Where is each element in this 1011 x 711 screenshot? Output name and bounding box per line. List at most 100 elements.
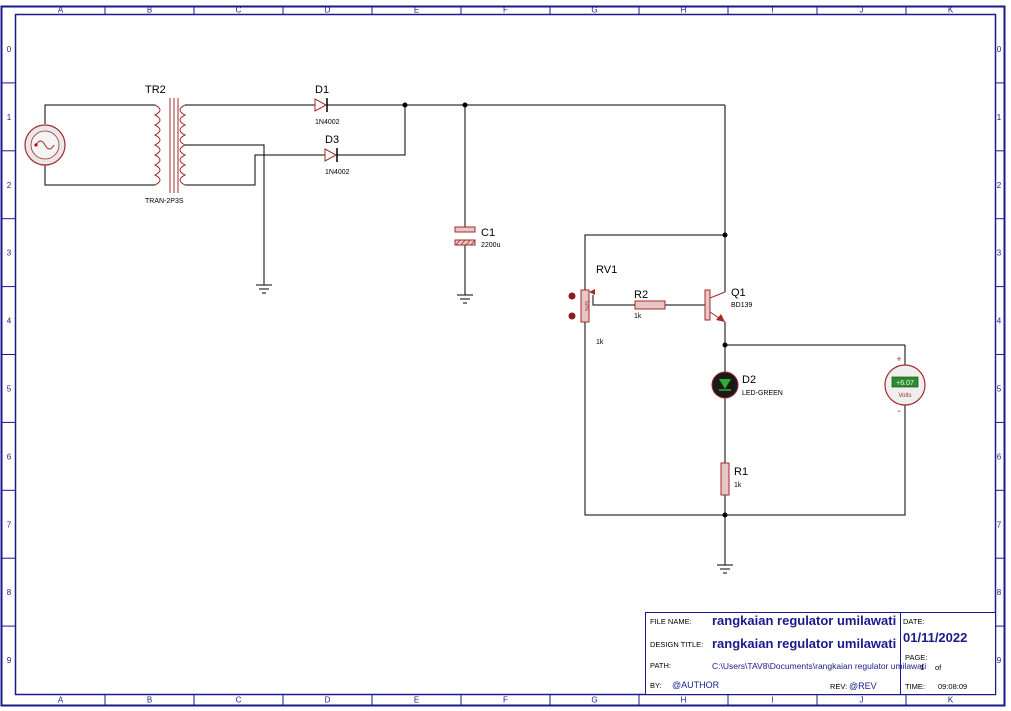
voltmeter-unit: Volts — [898, 393, 911, 399]
outer-frame — [0, 5, 1006, 707]
r1-ref: R1 — [734, 466, 748, 478]
column-zone-label: I — [771, 6, 773, 15]
column-zone-label: D — [325, 6, 331, 15]
ground-symbol — [457, 294, 473, 304]
row-zone-label: 8 — [7, 588, 12, 597]
transformer-tr2[interactable] — [153, 98, 187, 193]
column-zone-label: J — [860, 696, 864, 705]
row-zone-label: 2 — [7, 181, 12, 190]
column-zone-label: A — [58, 696, 64, 705]
d2-ref: D2 — [742, 374, 756, 386]
q1-ref: Q1 — [731, 287, 746, 299]
row-zone-label: 9 — [997, 656, 1002, 665]
path-label: PATH: — [650, 661, 671, 670]
file-name-label: FILE NAME: — [650, 617, 692, 626]
resistor-r1[interactable] — [720, 462, 730, 496]
d2-value: LED-GREEN — [742, 390, 783, 397]
date-label: DATE: — [903, 617, 925, 626]
led-d2[interactable] — [711, 371, 739, 399]
row-zone-label: 8 — [997, 588, 1002, 597]
design-title-label: DESIGN TITLE: — [650, 640, 703, 649]
dc-voltmeter[interactable] — [884, 364, 926, 406]
d3-value: 1N4002 — [325, 169, 350, 176]
path-value: C:\Users\TAV8\Documents\rangkaian regula… — [712, 661, 926, 671]
page-of: of — [935, 663, 942, 672]
resistor-r2[interactable] — [634, 300, 666, 310]
column-zone-label: B — [147, 696, 152, 705]
c1-value: 2200u — [481, 242, 501, 249]
voltmeter-minus: - — [897, 406, 900, 417]
row-zone-label: 0 — [997, 45, 1002, 54]
ground-symbol — [717, 564, 733, 574]
wires — [44, 104, 906, 565]
time-value: 09:08:09 — [938, 682, 967, 691]
tr2-value: TRAN-2P3S — [145, 198, 184, 205]
author-value: @AUTHOR — [672, 680, 720, 690]
time-label: TIME: — [905, 682, 925, 691]
diode-d1[interactable] — [314, 98, 328, 112]
column-zone-label: F — [503, 696, 508, 705]
rv1-value: 1k — [596, 339, 604, 346]
ac-source[interactable] — [24, 124, 66, 166]
row-zone-label: 6 — [7, 452, 12, 461]
r2-ref: R2 — [634, 289, 648, 301]
row-zone-label: 5 — [7, 384, 12, 393]
d1-ref: D1 — [315, 84, 329, 96]
rev-label: REV: — [830, 682, 847, 691]
column-zone-label: H — [681, 696, 687, 705]
column-zone-label: A — [58, 6, 64, 15]
column-zone-label: C — [236, 696, 242, 705]
row-zone-label: 1 — [997, 113, 1002, 122]
transistor-q1[interactable] — [704, 289, 726, 323]
diode-d3[interactable] — [324, 148, 338, 162]
row-zone-label: 3 — [7, 249, 12, 258]
zone-ticks — [1, 6, 1005, 705]
row-zone-label: 4 — [997, 317, 1002, 326]
column-zone-label: F — [503, 6, 508, 15]
column-zone-label: G — [591, 696, 597, 705]
capacitor-c1[interactable] — [454, 226, 476, 246]
row-zone-label: 6 — [997, 452, 1002, 461]
row-zone-label: 7 — [997, 520, 1002, 529]
row-zone-label: 4 — [7, 317, 12, 326]
d3-ref: D3 — [325, 134, 339, 146]
date-value: 01/11/2022 — [903, 630, 967, 645]
row-zone-label: 5 — [997, 384, 1002, 393]
column-zone-label: E — [414, 696, 419, 705]
file-name: rangkaian regulator umilawati — [712, 613, 896, 628]
column-zone-label: I — [771, 696, 773, 705]
row-zone-label: 1 — [7, 113, 12, 122]
row-zone-label: 9 — [7, 656, 12, 665]
potentiometer-rv1[interactable] — [568, 289, 596, 323]
column-zone-label: J — [860, 6, 864, 15]
row-zone-label: 3 — [997, 249, 1002, 258]
row-zone-label: 0 — [7, 45, 12, 54]
column-zone-label: K — [948, 696, 954, 705]
rv1-ref: RV1 — [596, 264, 617, 276]
page-label: PAGE: — [905, 653, 927, 662]
c1-ref: C1 — [481, 227, 495, 239]
ground-symbol — [256, 284, 272, 294]
d1-value: 1N4002 — [315, 119, 340, 126]
tr2-ref: TR2 — [145, 84, 166, 96]
r1-value: 1k — [734, 482, 742, 489]
column-zone-label: B — [147, 6, 152, 15]
inner-frame — [14, 13, 997, 696]
junctions — [402, 102, 728, 518]
row-zone-label: 7 — [7, 520, 12, 529]
voltmeter-reading: +6.07 — [896, 380, 914, 387]
rev-value: @REV — [849, 681, 877, 691]
by-label: BY: — [650, 681, 662, 690]
column-zone-label: C — [236, 6, 242, 15]
design-title: rangkaian regulator umilawati — [712, 636, 896, 651]
column-zone-label: G — [591, 6, 597, 15]
column-zone-label: K — [948, 6, 954, 15]
voltmeter-plus: + — [896, 354, 901, 364]
page-number: 1 — [920, 663, 924, 672]
column-zone-label: E — [414, 6, 419, 15]
q1-value: BD139 — [731, 302, 753, 309]
title-block — [645, 612, 996, 695]
column-zone-label: D — [325, 696, 331, 705]
